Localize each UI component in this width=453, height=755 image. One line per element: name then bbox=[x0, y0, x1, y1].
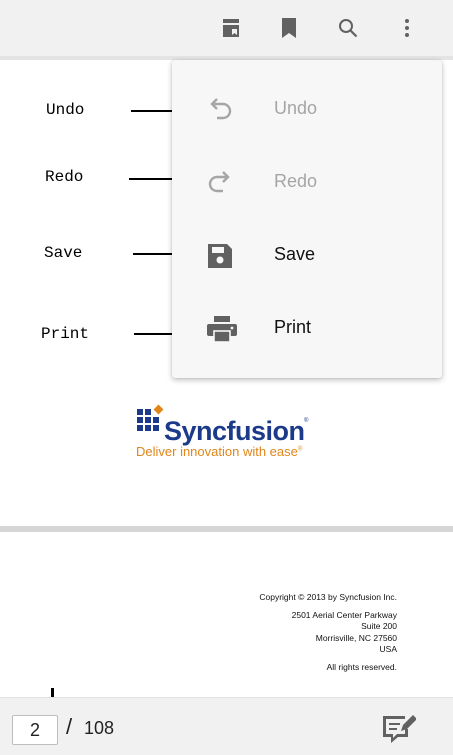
page-separator-slash: / bbox=[66, 714, 73, 739]
menu-item-redo-label: Redo bbox=[274, 171, 318, 191]
callout-undo: Undo bbox=[46, 101, 85, 119]
redo-icon bbox=[205, 168, 235, 198]
pdf-page-2 bbox=[0, 532, 453, 697]
address-line: Suite 200 bbox=[361, 621, 397, 631]
bottom-toolbar: / 108 bbox=[0, 697, 453, 755]
menu-item-save-label: Save bbox=[274, 244, 316, 264]
menu-item-undo-label: Undo bbox=[274, 98, 318, 118]
callout-save: Save bbox=[44, 244, 83, 262]
top-toolbar bbox=[0, 0, 453, 56]
menu-item-undo[interactable]: Undo bbox=[172, 79, 442, 139]
annotation-edit-icon[interactable] bbox=[380, 712, 417, 744]
overflow-menu: Undo Redo Save bbox=[172, 60, 442, 378]
text-fragment bbox=[51, 688, 54, 698]
menu-item-save[interactable]: Save bbox=[172, 225, 442, 285]
leader-line-print bbox=[134, 333, 206, 335]
logo-trademark: ® bbox=[304, 418, 309, 424]
menu-item-print[interactable]: Print bbox=[172, 298, 442, 358]
address-line: 2501 Aerial Center Parkway bbox=[291, 609, 397, 620]
callout-redo: Redo bbox=[45, 168, 84, 186]
page-separator bbox=[0, 526, 453, 532]
copyright-line: Copyright © 2013 by Syncfusion Inc. bbox=[259, 592, 397, 602]
copyright-block: Copyright © 2013 by Syncfusion Inc. 2501… bbox=[259, 592, 397, 673]
address-line: USA bbox=[379, 644, 397, 654]
leader-line-undo bbox=[131, 110, 207, 112]
logo-brand-text: Syncfusion bbox=[164, 416, 305, 446]
more-vert-icon[interactable] bbox=[389, 10, 425, 46]
toolbar-divider bbox=[0, 56, 453, 60]
syncfusion-logo: Syncfusion ® Deliver innovation with eas… bbox=[136, 404, 316, 464]
search-icon[interactable] bbox=[330, 10, 366, 46]
leader-line-save bbox=[133, 253, 209, 255]
callout-print: Print bbox=[41, 325, 90, 343]
total-pages: 108 bbox=[84, 718, 115, 738]
leader-line-redo bbox=[129, 178, 205, 180]
logo-tagline-mark: ® bbox=[297, 446, 303, 453]
bookmark-icon[interactable] bbox=[271, 10, 307, 46]
syncfusion-mark-icon bbox=[137, 404, 164, 431]
menu-item-redo[interactable]: Redo bbox=[172, 152, 442, 212]
rights-line: All rights reserved. bbox=[326, 661, 397, 672]
bookmark-panel-icon[interactable] bbox=[213, 10, 249, 46]
save-icon bbox=[205, 241, 235, 271]
page-number-input[interactable] bbox=[12, 715, 58, 745]
menu-item-print-label: Print bbox=[274, 317, 312, 337]
print-icon bbox=[206, 314, 238, 344]
logo-tagline: Deliver innovation with ease® bbox=[136, 444, 303, 459]
undo-icon bbox=[205, 95, 235, 125]
address-line: Morrisville, NC 27560 bbox=[315, 632, 397, 643]
